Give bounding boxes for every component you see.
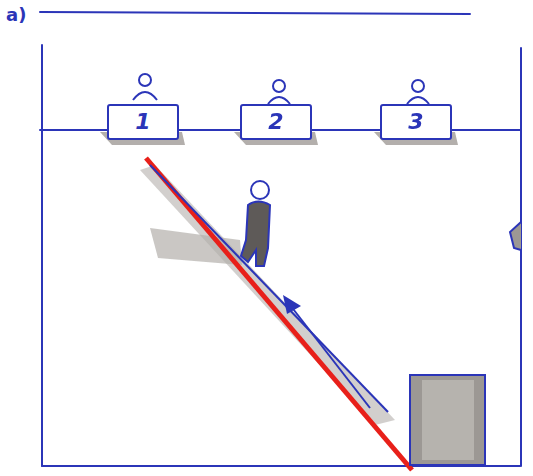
red-guide-line [146,158,412,470]
panel-label: a) [6,6,26,24]
counter-desk: 2 [240,104,312,140]
clerk-head [139,74,151,86]
clerk-head [412,80,424,92]
door-symbol [510,222,521,250]
clerk-head [273,80,285,92]
counter-number: 3 [408,111,423,133]
path-shadow [140,165,395,425]
frame-line [40,12,470,14]
counter-number: 1 [135,111,150,133]
counter-number: 2 [268,111,283,133]
guide-edge [150,165,388,412]
walking-person [241,181,270,266]
clerk-body [407,97,429,104]
clerk-body [268,97,290,104]
counter-desk: 1 [107,104,179,140]
frame-line [41,45,43,466]
arrow-head [283,295,301,314]
direction-arrow [290,305,370,408]
clerk-body [133,92,157,100]
frame-line [520,48,522,466]
entrance-highlight [422,380,474,460]
counter-desk: 3 [380,104,452,140]
entrance-box [410,375,485,465]
